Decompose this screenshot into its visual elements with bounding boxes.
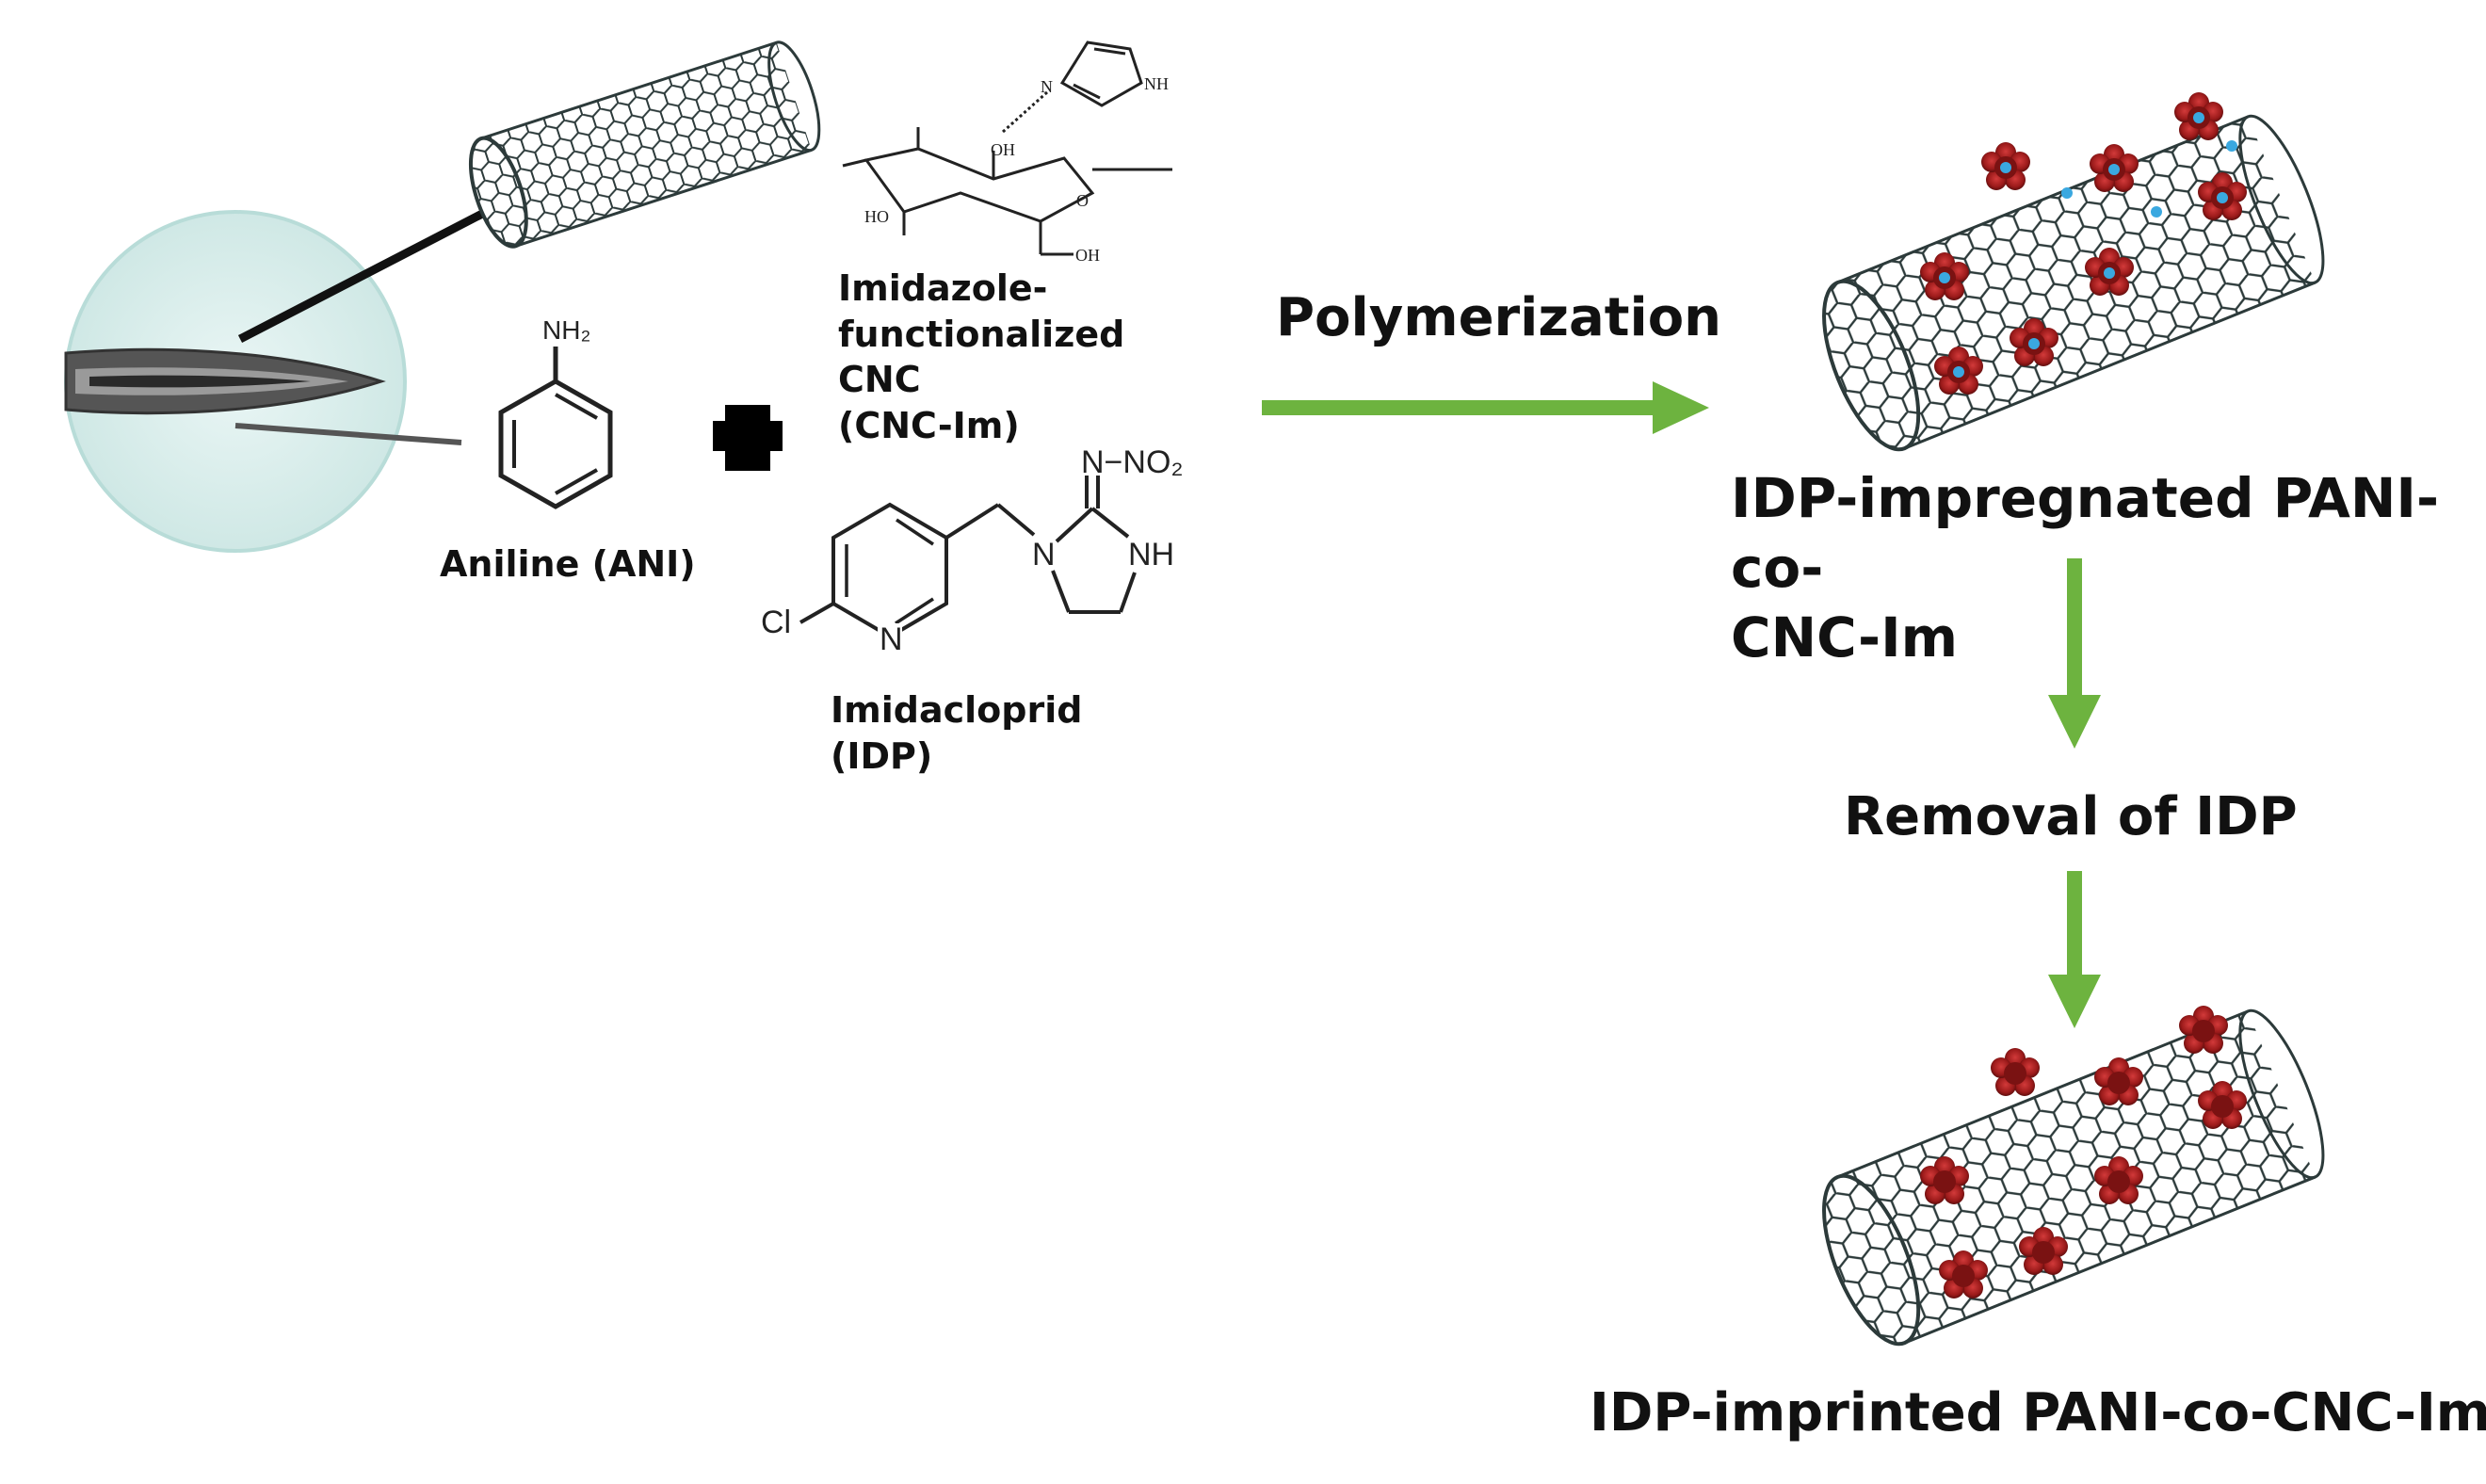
imprinted-label: IDP-imprinted PANI-co-CNC-Im (1590, 1382, 2486, 1444)
cnc-im-label: Imidazole- functionalized CNC (CNC-Im) (838, 266, 1215, 449)
idp-label: Imidacloprid (IDP) (831, 687, 1113, 779)
cnc-im-structure: O OH HO OH N NH (842, 40, 1172, 265)
cnc-im-label-line1: Imidazole- (838, 267, 1048, 309)
cnc-ho-label: HO (864, 207, 889, 226)
removal-arrow-upper (2048, 558, 2101, 749)
impregnated-label: IDP-impregnated PANI-co- CNC-Im (1731, 463, 2475, 673)
cnc-oh-label: OH (991, 140, 1015, 159)
impregnated-label-line1: IDP-impregnated PANI-co- (1731, 466, 2440, 601)
idp-cl-label: Cl (761, 605, 791, 640)
idp-nh-label: NH (1128, 537, 1174, 573)
impregnated-label-line2: CNC-Im (1731, 605, 1959, 670)
carbon-nanotube-top (468, 40, 821, 249)
cnc-im-label-line2: functionalized CNC (838, 313, 1125, 401)
idp-nitro-label: N−NO₂ (1081, 444, 1184, 480)
optical-fiber-lens (64, 194, 516, 553)
idp-ring-n-label: N (1032, 537, 1056, 573)
aniline-structure: NH₂ (498, 315, 613, 509)
cnc-imidazole-nh-label: NH (1144, 74, 1169, 93)
polymerization-arrow (1262, 381, 1709, 434)
idp-pyridine-n-label: N (880, 621, 903, 657)
imidacloprid-structure: Cl N N NH N−NO₂ (761, 444, 1184, 657)
aniline-label: Aniline (ANI) (440, 543, 696, 585)
imprinted-nanotube (1822, 1006, 2325, 1347)
idp-label-line2: (IDP) (831, 734, 933, 777)
cnc-imidazole-n-label: N (1041, 77, 1053, 96)
removal-arrow-lower (2048, 871, 2101, 1028)
plus-sign (713, 405, 783, 471)
template-molecules (1939, 112, 2237, 378)
impregnated-nanotube (1822, 92, 2325, 452)
idp-label-line1: Imidacloprid (831, 689, 1083, 731)
aniline-nh2-label: NH₂ (542, 315, 590, 345)
cnc-oh-bottom-label: OH (1075, 246, 1100, 265)
removal-label: Removal of IDP (1844, 786, 2298, 847)
polymerization-label: Polymerization (1276, 287, 1722, 348)
svg-text:O: O (1076, 191, 1089, 210)
cnc-im-label-line3: (CNC-Im) (838, 404, 1020, 446)
